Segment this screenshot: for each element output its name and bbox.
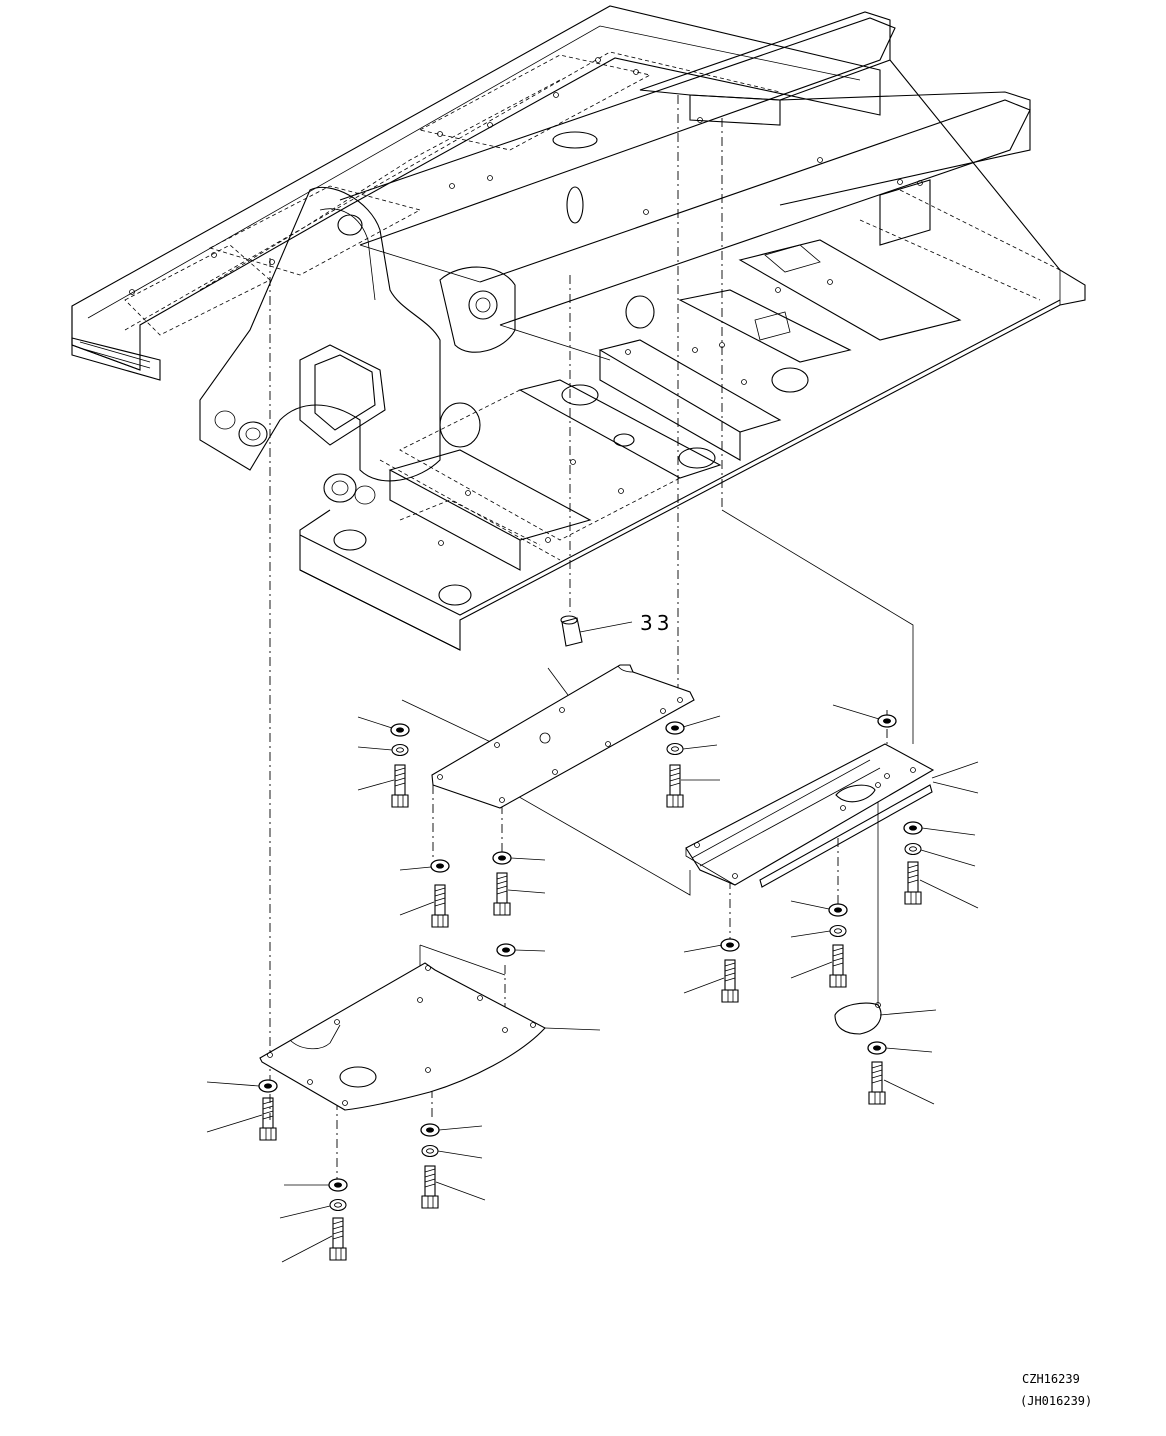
cover-plate-right xyxy=(685,743,979,888)
drawing-code-alt: (JH016239) xyxy=(1020,1394,1092,1408)
cover-plate-lower-left xyxy=(259,962,601,1111)
part-number-label: 33 xyxy=(640,611,673,635)
cover-plate-upper-center xyxy=(431,664,695,809)
drawing-code: CZH16239 xyxy=(1022,1372,1080,1386)
small-cover xyxy=(834,1002,937,1035)
fasteners xyxy=(206,704,979,1263)
revolving-frame xyxy=(71,5,1086,651)
part-33-plug xyxy=(560,615,633,647)
